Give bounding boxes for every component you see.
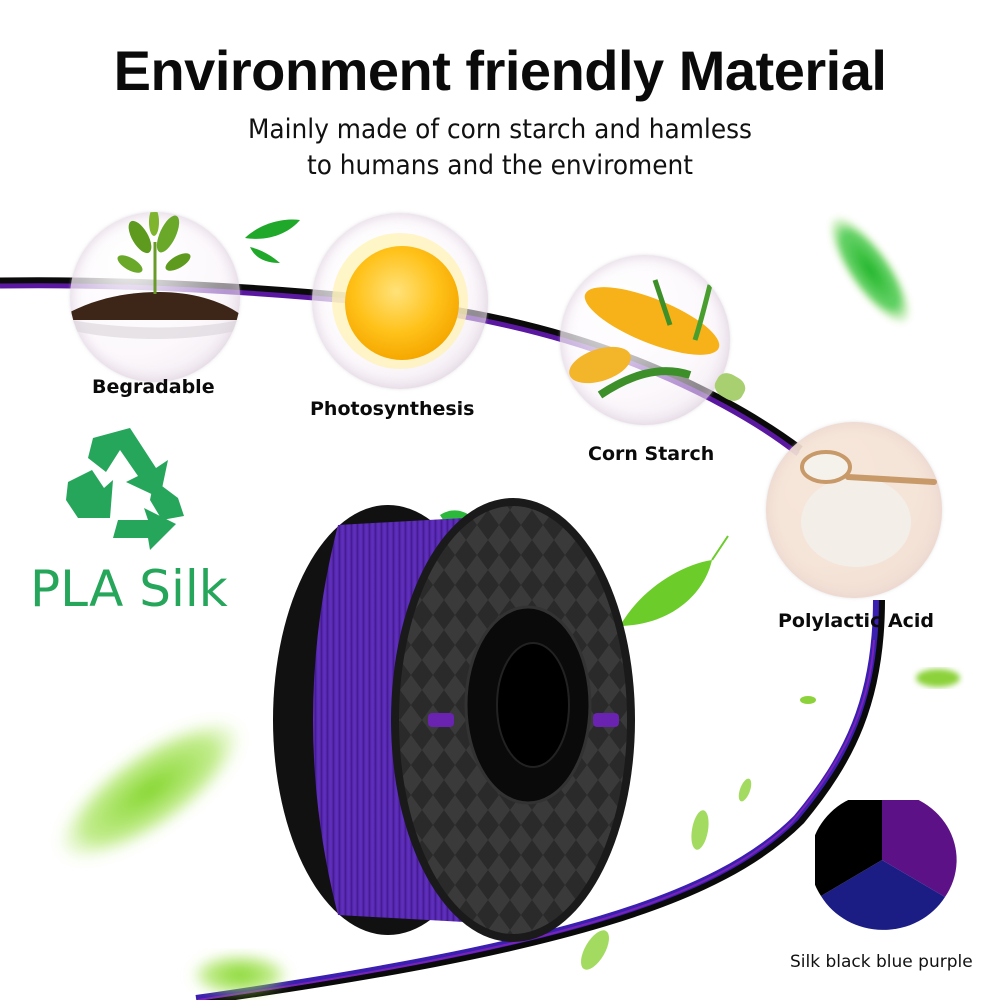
- plant-in-soil-icon: [70, 212, 240, 382]
- feature-label-corn-starch: Corn Starch: [588, 443, 715, 465]
- corn-icon: [560, 255, 730, 425]
- page-title: Environment friendly Material: [113, 39, 887, 102]
- pla-silk-label: PLA Silk: [30, 560, 228, 618]
- feature-label-polylactic-acid: Polylactic Acid: [778, 610, 935, 632]
- color-legend-label: Silk black blue purple: [790, 952, 973, 972]
- subtitle-line-2: to humans and the enviroment: [306, 150, 694, 181]
- blurred-leaf-decoration: [828, 215, 912, 325]
- feature-label-photosynthesis: Photosynthesis: [310, 398, 475, 420]
- sun-icon: [312, 213, 488, 389]
- recycle-icon: [58, 420, 188, 555]
- feature-label-begradable: Begradable: [92, 376, 215, 398]
- subtitle-line-1: Mainly made of corn starch and hamless: [247, 114, 752, 145]
- page-subtitle: Mainly made of corn starch and hamless t…: [40, 112, 960, 184]
- color-legend-pie: [815, 800, 963, 936]
- legend-segment-blue: [821, 860, 945, 930]
- granules-spoon-icon: [766, 422, 942, 598]
- legend-segment-black: [815, 800, 882, 896]
- legend-segment-purple: [882, 800, 957, 897]
- feature-begradable: [62, 190, 242, 382]
- filament-spool-icon: [268, 495, 638, 945]
